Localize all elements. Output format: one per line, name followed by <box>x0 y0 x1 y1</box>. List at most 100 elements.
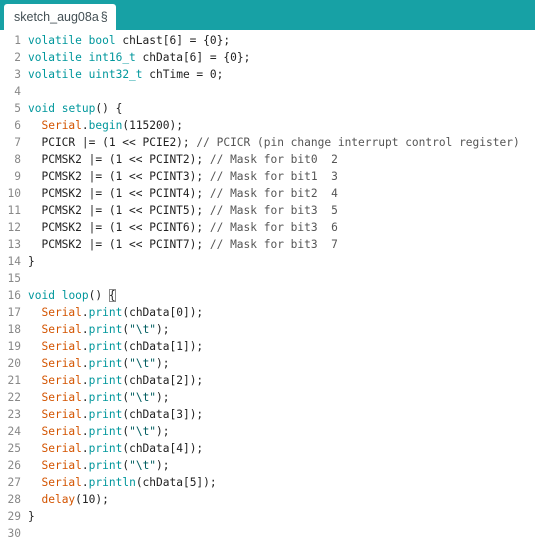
code-token: . <box>81 391 89 404</box>
code-token: ( <box>122 323 130 336</box>
code-token: print <box>88 425 123 438</box>
code-token: ( <box>122 357 130 370</box>
code-line[interactable]: 29} <box>0 508 535 525</box>
code-text: delay(10); <box>28 491 109 508</box>
code-text: } <box>28 253 35 270</box>
code-text: volatile bool chLast[6] = {0}; <box>28 32 230 49</box>
code-token: . <box>81 340 89 353</box>
code-line[interactable]: 22 Serial.print("\t"); <box>0 389 535 406</box>
code-token: ( <box>122 391 130 404</box>
code-token: . <box>81 357 89 370</box>
code-token: (chData[3]); <box>122 408 204 421</box>
code-token: print <box>88 459 123 472</box>
code-line[interactable]: 14} <box>0 253 535 270</box>
code-token <box>28 459 41 472</box>
code-token <box>28 323 41 336</box>
code-token: print <box>88 442 123 455</box>
code-token: volatile <box>28 68 82 81</box>
code-token: . <box>81 306 89 319</box>
code-token: Serial <box>41 119 82 132</box>
code-token <box>28 442 41 455</box>
code-line[interactable]: 6 Serial.begin(115200); <box>0 117 535 134</box>
line-number: 25 <box>7 442 21 455</box>
code-text: Serial.print(chData[1]); <box>28 338 203 355</box>
code-line[interactable]: 27 Serial.println(chData[5]); <box>0 474 535 491</box>
code-line[interactable]: 15 <box>0 270 535 287</box>
code-token <box>28 408 41 421</box>
line-number: 6 <box>14 119 21 132</box>
code-token: PCMSK2 |= (1 << PCINT2); <box>28 153 210 166</box>
line-number: 10 <box>7 187 21 200</box>
code-line[interactable]: 20 Serial.print("\t"); <box>0 355 535 372</box>
code-token: int16_t <box>88 51 136 64</box>
code-line[interactable]: 13 PCMSK2 |= (1 << PCINT7); // Mask for … <box>0 236 535 253</box>
code-token <box>28 391 41 404</box>
code-text: Serial.print(chData[2]); <box>28 372 203 389</box>
code-text: Serial.begin(115200); <box>28 117 183 134</box>
code-token: . <box>81 442 89 455</box>
code-token: PCMSK2 |= (1 << PCINT5); <box>28 204 210 217</box>
code-line[interactable]: 25 Serial.print(chData[4]); <box>0 440 535 457</box>
code-line[interactable]: 17 Serial.print(chData[0]); <box>0 304 535 321</box>
code-token: volatile <box>28 34 82 47</box>
code-token: println <box>88 476 136 489</box>
code-token: . <box>81 459 89 472</box>
tab-sketch[interactable]: sketch_aug08a§ <box>4 4 116 30</box>
code-line[interactable]: 12 PCMSK2 |= (1 << PCINT6); // Mask for … <box>0 219 535 236</box>
code-line[interactable]: 9 PCMSK2 |= (1 << PCINT3); // Mask for b… <box>0 168 535 185</box>
code-token: // Mask for bit3 7 <box>209 238 338 251</box>
code-line[interactable]: 26 Serial.print("\t"); <box>0 457 535 474</box>
code-line[interactable]: 11 PCMSK2 |= (1 << PCINT5); // Mask for … <box>0 202 535 219</box>
code-token: (10); <box>75 493 109 506</box>
code-token: print <box>88 340 123 353</box>
line-number: 15 <box>7 272 21 285</box>
code-line[interactable]: 19 Serial.print(chData[1]); <box>0 338 535 355</box>
tab-bar: sketch_aug08a§ <box>0 0 535 30</box>
code-line[interactable]: 30 <box>0 525 535 542</box>
line-number: 19 <box>7 340 21 353</box>
line-number: 9 <box>14 170 21 183</box>
code-token: Serial <box>41 459 82 472</box>
code-line[interactable]: 4 <box>0 83 535 100</box>
code-line[interactable]: 28 delay(10); <box>0 491 535 508</box>
code-line[interactable]: 21 Serial.print(chData[2]); <box>0 372 535 389</box>
code-text: PCMSK2 |= (1 << PCINT3); // Mask for bit… <box>28 168 337 185</box>
code-line[interactable]: 24 Serial.print("\t"); <box>0 423 535 440</box>
code-token: (115200); <box>122 119 183 132</box>
code-token: ( <box>122 425 130 438</box>
code-token: loop <box>61 289 89 302</box>
code-token: . <box>81 323 89 336</box>
code-line[interactable]: 8 PCMSK2 |= (1 << PCINT2); // Mask for b… <box>0 151 535 168</box>
code-token: "\t" <box>129 323 157 336</box>
code-text: Serial.print("\t"); <box>28 423 169 440</box>
code-line[interactable]: 10 PCMSK2 |= (1 << PCINT4); // Mask for … <box>0 185 535 202</box>
line-number: 28 <box>7 493 21 506</box>
code-token <box>82 68 89 81</box>
code-text: PCMSK2 |= (1 << PCINT2); // Mask for bit… <box>28 151 337 168</box>
code-token: Serial <box>41 340 82 353</box>
code-token <box>28 493 41 506</box>
code-line[interactable]: 23 Serial.print(chData[3]); <box>0 406 535 423</box>
code-token: uint32_t <box>88 68 143 81</box>
code-line[interactable]: 7 PCICR |= (1 << PCIE2); // PCICR (pin c… <box>0 134 535 151</box>
line-number: 4 <box>14 85 21 98</box>
code-token <box>82 51 89 64</box>
code-token: () <box>88 289 109 302</box>
code-token: } <box>28 255 35 268</box>
code-text: PCICR |= (1 << PCIE2); // PCICR (pin cha… <box>28 134 519 151</box>
code-line[interactable]: 18 Serial.print("\t"); <box>0 321 535 338</box>
code-token: ); <box>156 459 170 472</box>
code-token: chTime = 0; <box>142 68 224 81</box>
code-token: Serial <box>41 442 82 455</box>
code-text: Serial.print("\t"); <box>28 457 170 474</box>
code-token: volatile <box>28 51 82 64</box>
line-number: 23 <box>7 408 21 421</box>
line-number: 5 <box>14 102 21 115</box>
code-token: Serial <box>41 323 82 336</box>
